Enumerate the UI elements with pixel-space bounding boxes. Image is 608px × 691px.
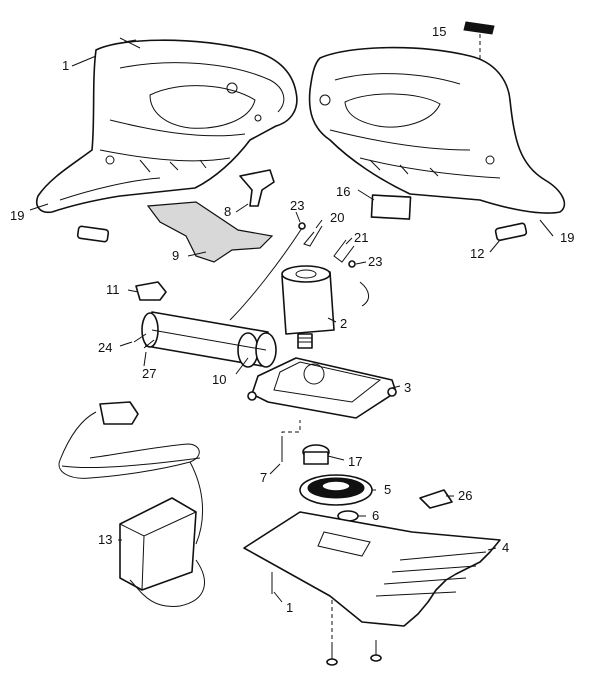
part-15-label-plate [463, 21, 495, 60]
callout-1-bottom: 1 [286, 600, 293, 615]
part-27-screw [143, 339, 155, 349]
callout-4: 4 [502, 540, 509, 555]
part-13-charger [119, 497, 205, 607]
left-pad [76, 225, 110, 243]
callout-19-left: 19 [10, 208, 24, 223]
callout-1-top: 1 [62, 58, 69, 73]
callout-13: 13 [98, 532, 112, 547]
part-11-connector [135, 281, 167, 301]
callout-15: 15 [432, 24, 446, 39]
part-10-battery-pack [141, 311, 277, 368]
callout-24: 24 [98, 340, 112, 355]
wire-lead [229, 227, 303, 321]
dash-7 [281, 420, 301, 440]
callout-20: 20 [330, 210, 344, 225]
part-23-screw-2 [348, 260, 356, 268]
callout-6: 6 [372, 508, 379, 523]
part-23-screw [298, 222, 306, 230]
part-24-screw [133, 333, 147, 343]
leader-lines [29, 25, 554, 603]
callout-19-right: 19 [560, 230, 574, 245]
part-2-motor [281, 265, 335, 349]
part-16-pad [370, 194, 412, 220]
part-17-body [303, 451, 329, 465]
bottom-screw-head-1 [326, 658, 338, 666]
charger-cord [58, 401, 204, 545]
callout-26: 26 [458, 488, 472, 503]
callout-7: 7 [260, 470, 267, 485]
callout-27: 27 [142, 366, 156, 381]
callout-3: 3 [404, 380, 411, 395]
callout-8: 8 [224, 204, 231, 219]
callout-labels: 1 1 2 3 4 5 6 7 8 9 10 11 12 13 15 16 17… [10, 24, 574, 615]
part-4-blade [243, 511, 501, 627]
part-9-cover [146, 201, 274, 263]
callout-2: 2 [340, 316, 347, 331]
callout-23-lower: 23 [368, 254, 382, 269]
part-21-contact [333, 239, 355, 263]
part-20-contact [303, 225, 323, 247]
part-26-arrow [419, 489, 453, 509]
wire-lead-2 [359, 281, 369, 307]
callout-17: 17 [348, 454, 362, 469]
callout-10: 10 [212, 372, 226, 387]
left-housing [36, 37, 298, 214]
bottom-screw-head-2 [370, 654, 382, 662]
callout-23-upper: 23 [290, 198, 304, 213]
part-3-gear-plate [247, 357, 397, 419]
callout-12: 12 [470, 246, 484, 261]
right-housing [308, 46, 566, 214]
part-5-gear [299, 474, 373, 506]
callout-21: 21 [354, 230, 368, 245]
callout-16: 16 [336, 184, 350, 199]
callout-11: 11 [106, 282, 120, 297]
callout-9: 9 [172, 248, 179, 263]
part-12-pad [494, 222, 528, 242]
part-8-switch [239, 169, 275, 207]
callout-5: 5 [384, 482, 391, 497]
